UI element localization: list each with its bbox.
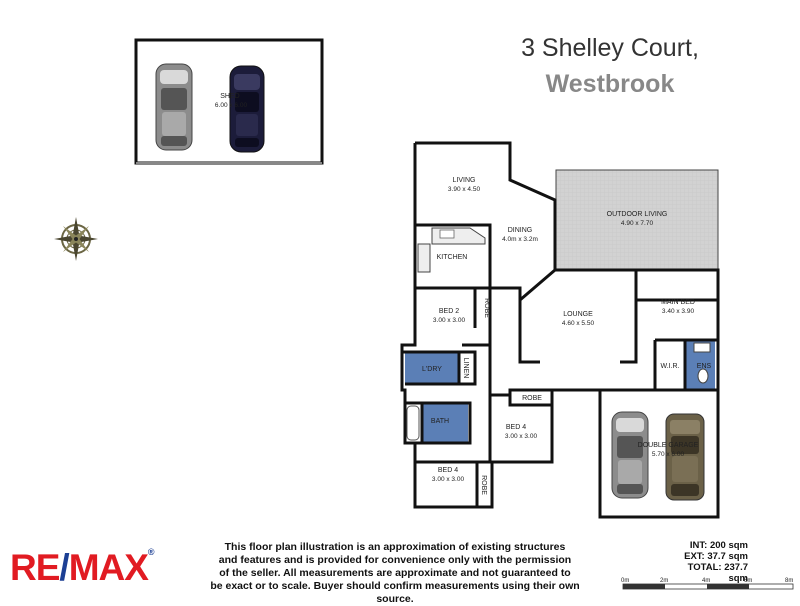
bed2-label: BED 2 (439, 308, 459, 315)
walls (400, 141, 720, 519)
outdoor-size: 4.90 x 7.70 (621, 220, 654, 227)
shed-label: SHED (220, 93, 239, 100)
scale-tick: 6m (744, 578, 752, 584)
shed-size: 6.00 x 6.00 (215, 102, 248, 109)
area-external: EXT: 37.7 sqm (684, 551, 748, 562)
logo-mark: ® (147, 547, 155, 557)
garage-label: DOUBLE GARAGE (638, 442, 699, 449)
garage-size: 5.70 x 6.00 (652, 451, 685, 458)
outdoor-label: OUTDOOR LIVING (607, 211, 668, 218)
bed4b-size: 3.00 x 3.00 (432, 476, 465, 483)
area-total: TOTAL: 237.7 sqm (687, 562, 748, 584)
bed4a-size: 3.00 x 3.00 (505, 433, 538, 440)
laundry-floor (405, 352, 459, 384)
shed (134, 38, 324, 165)
room-labels: SHED 6.00 x 6.00 LIVING 3.90 x 4.50 DINI… (215, 93, 712, 483)
outdoor-living (555, 169, 719, 270)
car-icon (229, 65, 265, 153)
disclaimer-line: and features and is provided for conveni… (218, 554, 572, 566)
disclaimer-line: of the seller. All measurements are appr… (219, 567, 571, 579)
robe-bed2-label: ROBE (483, 298, 490, 318)
address-line1: 3 Shelley Court, (521, 34, 699, 62)
dining-size: 4.0m x 3.2m (502, 236, 538, 243)
robe-bed4b-label: ROBE (480, 475, 487, 495)
scale-tick: 8m (785, 578, 793, 584)
lounge-label: LOUNGE (563, 311, 593, 318)
scale-tick: 4m (702, 578, 710, 584)
toilet-icon (697, 368, 709, 384)
scale-tick: 2m (660, 578, 668, 584)
car-icon (155, 63, 193, 151)
lounge-size: 4.60 x 5.50 (562, 320, 595, 327)
laundry-label: L'DRY (422, 366, 442, 373)
wir-label: W.I.R. (660, 363, 679, 370)
logo-part2: MAX (68, 547, 149, 588)
logo-slash: / (59, 547, 69, 588)
robe-label: ROBE (522, 395, 542, 402)
main-bed-size: 3.40 x 3.90 (662, 308, 695, 315)
living-size: 3.90 x 4.50 (448, 186, 481, 193)
scale-bar: 0m 2m 4m 6m 8m (621, 578, 794, 590)
bath-floor (422, 403, 468, 443)
ensuite-label: ENS (697, 363, 712, 370)
kitchen-label: KITCHEN (437, 254, 468, 261)
dining-label: DINING (508, 227, 533, 234)
car-icon (611, 411, 649, 499)
logo-part1: RE (10, 547, 60, 588)
area-internal: INT: 200 sqm (689, 540, 748, 551)
disclaimer-line: This floor plan illustration is an appro… (224, 541, 566, 553)
bed2-size: 3.00 x 3.00 (433, 317, 466, 324)
bath-label: BATH (431, 418, 449, 425)
compass-rose-icon (54, 217, 98, 261)
bed4a-label: BED 4 (506, 424, 526, 431)
disclaimer-line: be exact or to scale. Buyer should confi… (210, 580, 580, 605)
scale-tick: 0m (621, 578, 629, 584)
bathtub-icon (406, 405, 420, 441)
address-suburb: Westbrook (545, 70, 675, 98)
living-label: LIVING (453, 177, 476, 184)
remax-logo: RE/MAX® (10, 547, 155, 589)
area-summary: INT: 200 sqm EXT: 37.7 sqm TOTAL: 237.7 … (668, 540, 748, 584)
main-bed-label: MAIN BED (661, 299, 695, 306)
bed4b-label: BED 4 (438, 467, 458, 474)
disclaimer: This floor plan illustration is an appro… (205, 541, 585, 606)
linen-label: LINEN (462, 358, 469, 379)
basin-icon (693, 342, 711, 353)
kitchen-counter (417, 227, 486, 273)
